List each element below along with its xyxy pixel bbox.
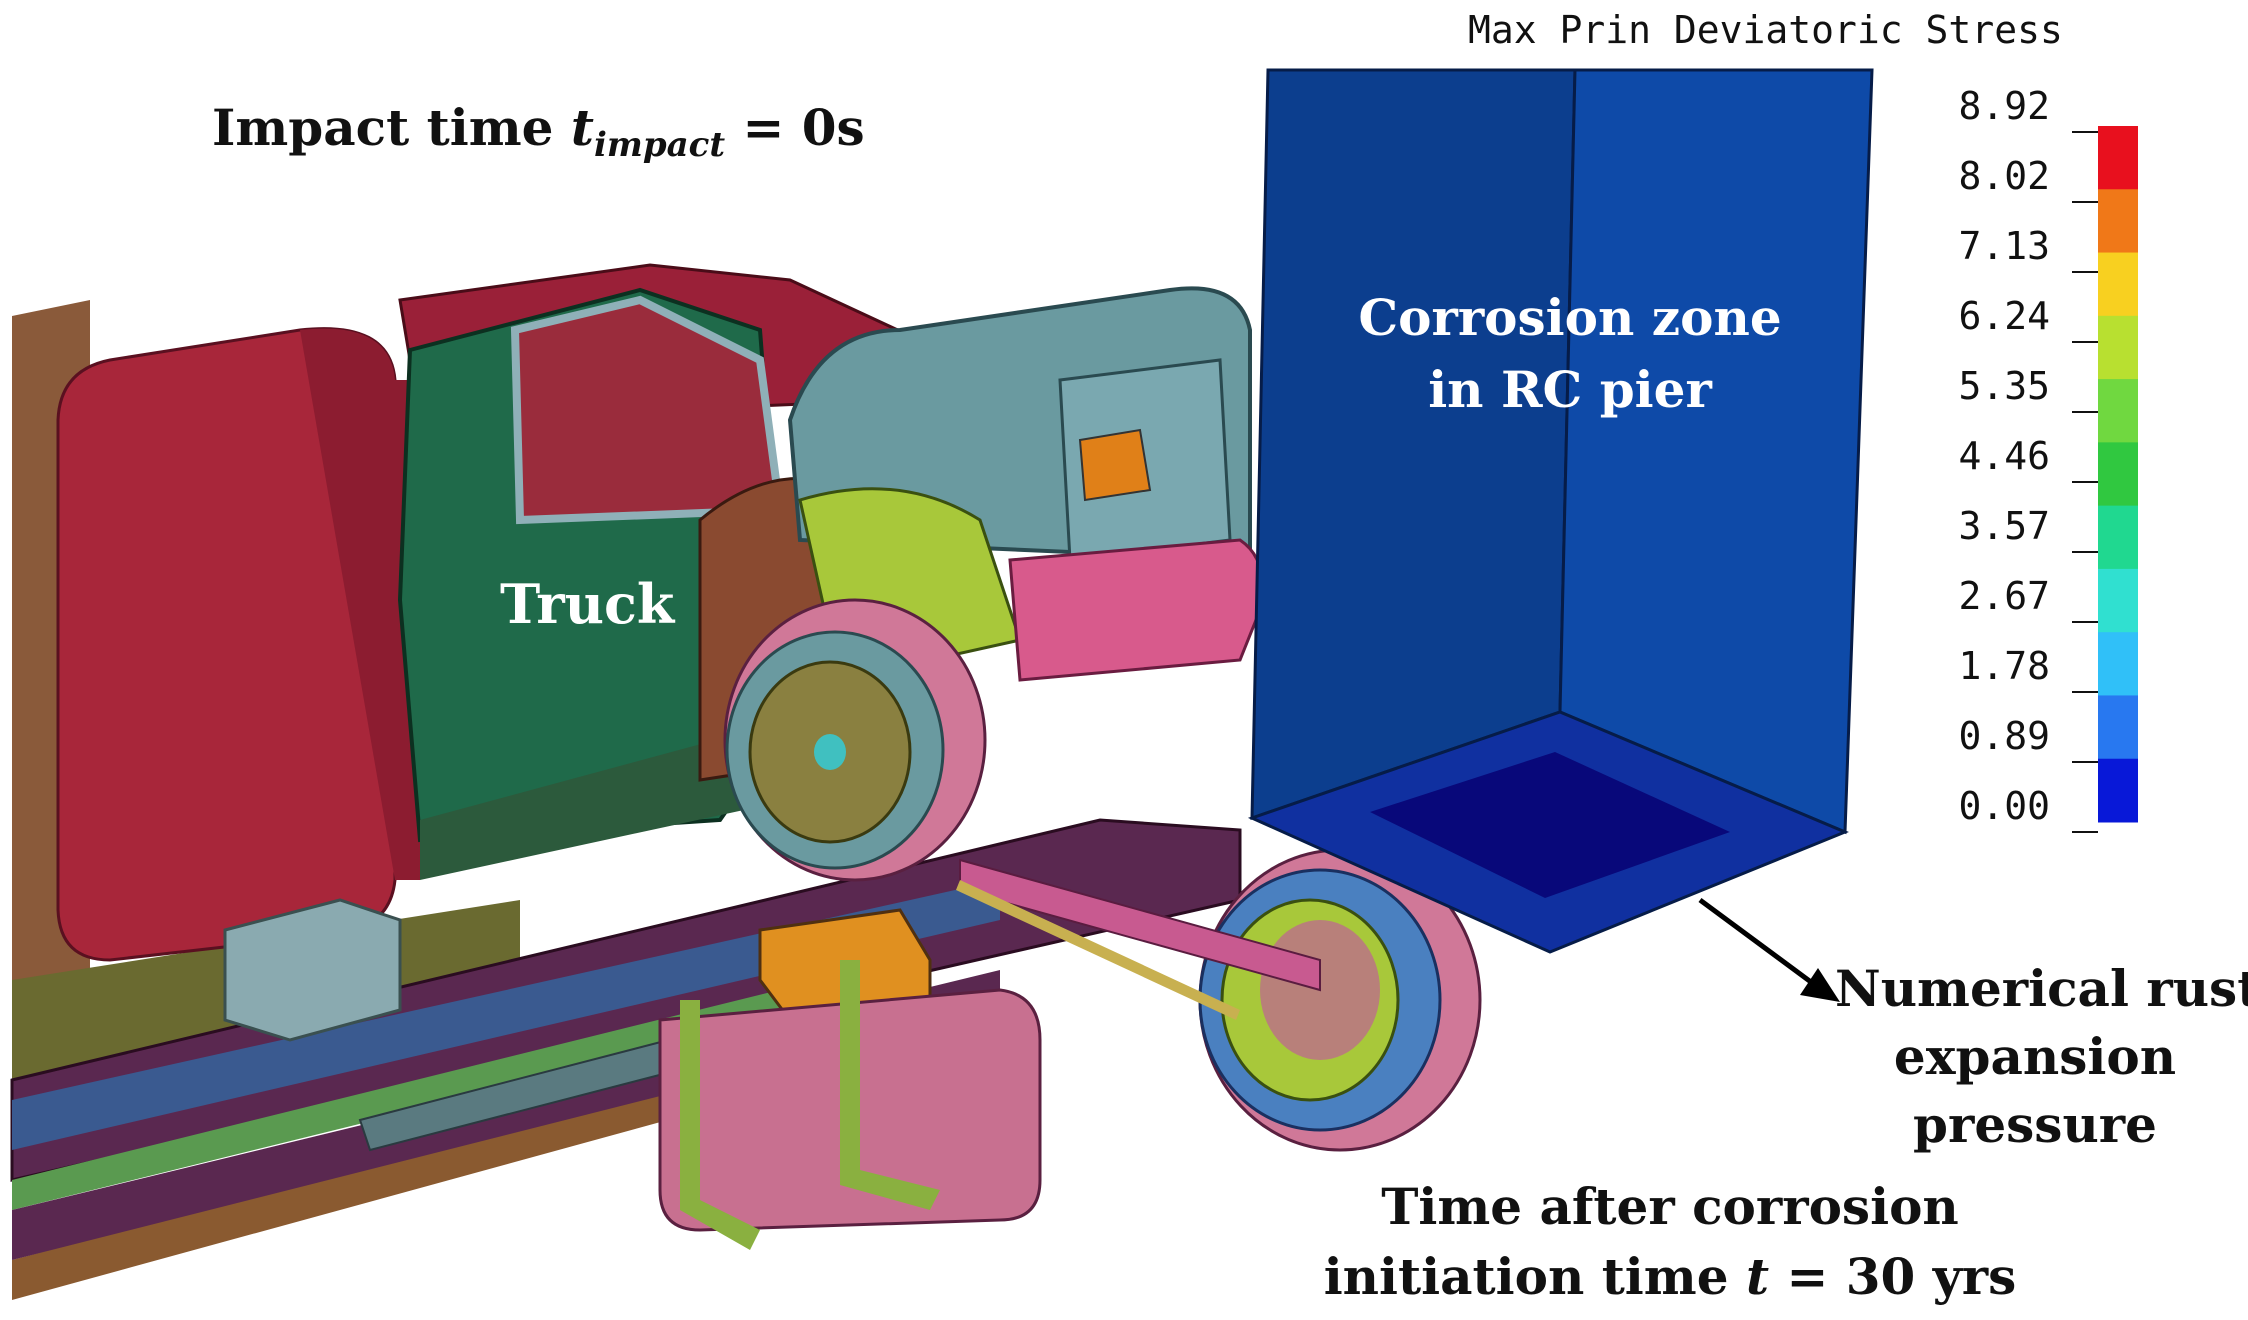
legend-swatch	[2098, 126, 2138, 190]
red-cargo-side	[300, 328, 420, 881]
rust-line1: Numerical rust	[1835, 959, 2248, 1018]
cab-window	[510, 295, 785, 525]
legend-swatch	[2098, 442, 2138, 507]
legend-swatch	[2098, 505, 2138, 570]
corrosion-line2: in RC pier	[1428, 360, 1712, 419]
legend-swatch	[2098, 189, 2138, 254]
time-line1: Time after corrosion	[1381, 1177, 1959, 1236]
axle-rod	[956, 880, 1240, 1020]
impact-prefix: Impact time	[212, 98, 571, 157]
front-wheel	[723, 598, 987, 882]
chassis-rail-blue	[12, 880, 1000, 1150]
time-after-corrosion-label: Time after corrosion initiation time t =…	[1300, 1172, 2040, 1312]
legend-swatch	[2098, 695, 2138, 760]
impact-sub: impact	[593, 125, 726, 165]
corrosion-zone-label: Corrosion zone in RC pier	[1340, 282, 1800, 426]
impact-var: t	[570, 98, 594, 157]
legend-tick-label: 3.57	[1958, 504, 2050, 548]
truck-label: Truck	[500, 572, 675, 636]
cab-lower	[420, 720, 790, 880]
time-line2-prefix: initiation time	[1323, 1247, 1746, 1306]
legend-tick-label: 6.24	[1958, 294, 2050, 338]
legend-swatch	[2098, 568, 2138, 633]
impact-suffix: = 0s	[725, 98, 865, 157]
rust-arrow-head	[1800, 968, 1840, 1002]
front-bumper-pink	[1008, 538, 1264, 682]
legend-swatch	[2098, 379, 2138, 443]
time-var: t	[1745, 1247, 1770, 1306]
corrosion-line1: Corrosion zone	[1358, 288, 1782, 347]
pier-front-right-face	[1558, 68, 1874, 835]
chassis-rail-brown	[12, 1040, 850, 1300]
legend-swatch	[2098, 758, 2138, 823]
legend-tick-label: 0.89	[1958, 714, 2050, 758]
green-pipe-2	[840, 960, 940, 1210]
pier-front-left-face	[1250, 68, 1577, 821]
legend-tick-label: 5.35	[1958, 364, 2050, 408]
green-pipe	[680, 1000, 760, 1250]
legend-title: Max Prin Deviatoric Stress	[1468, 8, 2063, 52]
rust-line3: pressure	[1913, 1095, 2157, 1154]
rust-line2: expansion	[1893, 1027, 2177, 1086]
corrosion-bottom-patch	[1370, 752, 1730, 898]
legend-swatch	[2098, 632, 2138, 696]
legend-tick-label: 1.78	[1958, 644, 2050, 688]
legend-color-bar	[2072, 126, 2138, 833]
impact-time-label: Impact time timpact = 0s	[212, 98, 865, 165]
legend-tick-label: 2.67	[1958, 574, 2050, 618]
legend-swatch	[2098, 315, 2138, 380]
legend-tick-label: 8.92	[1958, 84, 2050, 128]
time-line2-suffix: = 30 yrs	[1769, 1247, 2017, 1306]
legend-tick-label: 7.13	[1958, 224, 2050, 268]
rust-pressure-label: Numerical rust expansion pressure	[1835, 955, 2248, 1159]
time-line2: initiation time t = 30 yrs	[1300, 1242, 2040, 1312]
legend-swatch	[2098, 252, 2138, 317]
legend-tick-label: 8.02	[1958, 154, 2050, 198]
legend-tick-label: 4.46	[1958, 434, 2050, 478]
rust-arrow-line	[1698, 897, 1817, 988]
rc-pier	[1247, 68, 1874, 954]
grey-tank	[223, 898, 402, 1042]
legend-tick-label: 0.00	[1958, 784, 2050, 828]
grille-orange	[1078, 428, 1152, 502]
